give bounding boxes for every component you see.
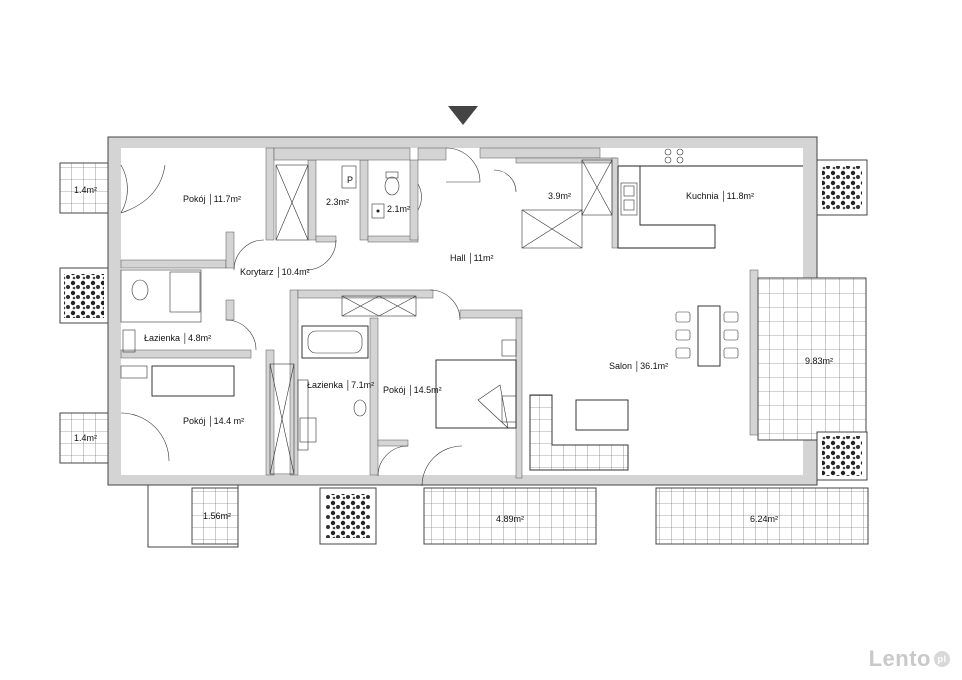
sink-icon [371,203,385,219]
label-korytarz: Korytarz │10.4m² [240,266,310,278]
label-balcony-w2: 1.4m² [74,433,97,443]
label-lazienka-2: Łazienka │7.1m² [307,379,374,391]
toilet-icon [384,171,400,196]
balcony-w2 [59,412,109,464]
wardrobe-3 [341,295,417,317]
label-p-mark: P [347,175,353,185]
planter-w [59,267,109,324]
planter-ne [816,159,868,216]
terrace-s2 [423,487,597,545]
watermark-tld-badge: pl [934,651,950,667]
door-arcs [120,164,463,487]
wardrobe-1 [275,164,309,241]
bathroom-2-fixtures [297,325,369,451]
label-wc-small: 2.3m² [326,197,349,207]
entrance-door [445,147,481,183]
label-lazienka-1: Łazienka │4.8m² [144,332,211,344]
wc-small [341,165,357,189]
planter-s [319,487,377,545]
label-pokoj-2: Pokój │14.5m² [383,384,442,396]
dining-set [675,305,739,367]
label-balcony-s1: 1.56m² [203,511,231,521]
label-balcony-w1: 1.4m² [74,185,97,195]
label-terrace-e: 9.83m² [805,356,833,366]
label-salon: Salon │36.1m² [609,360,668,372]
bathroom-1-fixtures [120,269,202,353]
sofa [529,394,629,471]
label-terrace-s2: 4.89m² [496,514,524,524]
storage-room [493,159,613,249]
watermark-brand: Lento [868,646,931,671]
label-terrace-s3: 6.24m² [750,514,778,524]
balcony-w1 [59,162,109,214]
terrace-east [757,277,867,441]
wardrobe-2 [269,363,295,475]
planter-e [816,431,868,481]
bed-2 [435,339,517,429]
label-wc-2: 2.1m² [387,204,410,214]
label-storage: 3.9m² [548,191,571,201]
balcony-s1 [147,484,239,548]
label-pokoj-1: Pokój │11.7m² [183,193,241,205]
label-kuchnia: Kuchnia │11.8m² [686,190,754,202]
terrace-s3 [655,487,869,545]
label-pokoj-3: Pokój │14.4 m² [183,415,244,427]
label-hall: Hall │11m² [450,252,493,264]
bed-3 [120,365,235,397]
lento-watermark: Lento pl [869,646,950,672]
kitchen-counter [617,148,803,249]
entrance-arrow-icon [448,106,478,125]
